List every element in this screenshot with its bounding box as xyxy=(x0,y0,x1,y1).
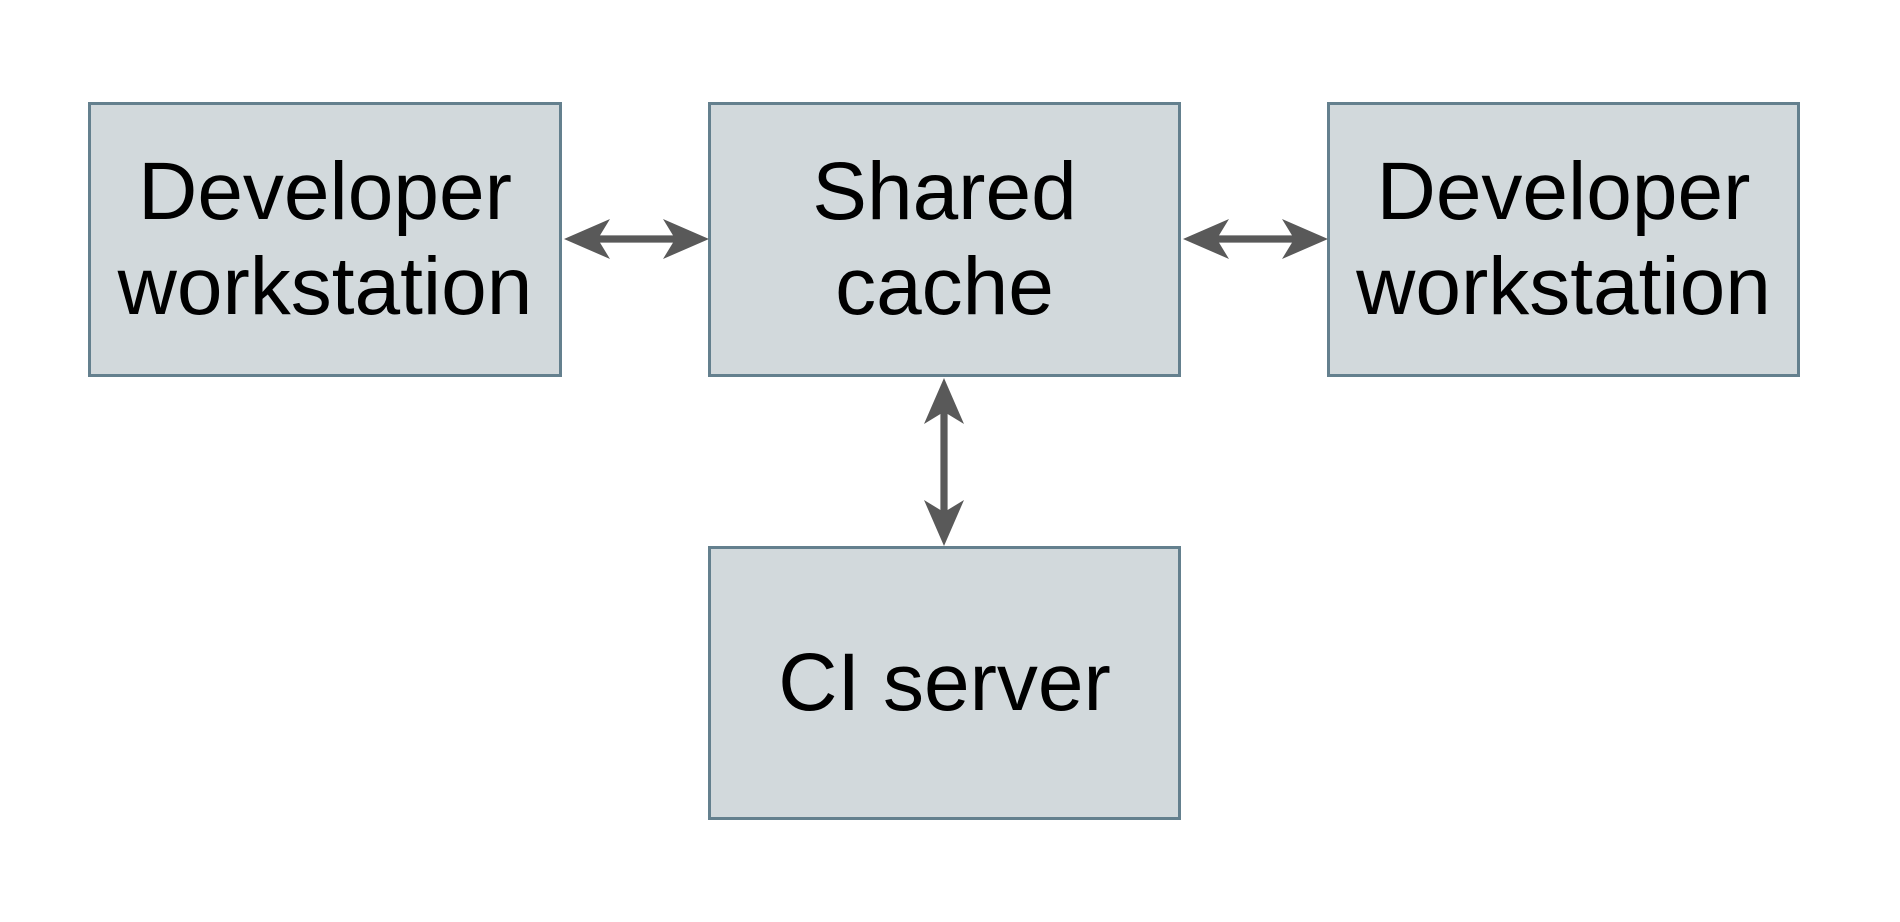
node-shared-cache: Shared cache xyxy=(708,102,1181,377)
double-arrow-vertical-icon xyxy=(924,378,964,546)
bidirectional-arrow-sharedcache-ciserver xyxy=(921,377,967,547)
node-label-developer-workstation-right: Developer workstation xyxy=(1356,146,1771,332)
node-label-ci-server: CI server xyxy=(778,636,1111,728)
node-developer-workstation-right: Developer workstation xyxy=(1327,102,1800,377)
double-arrow-horizontal-icon xyxy=(1183,219,1328,259)
node-developer-workstation-left: Developer workstation xyxy=(88,102,562,377)
bidirectional-arrow-devleft-sharedcache xyxy=(563,216,710,262)
bidirectional-arrow-sharedcache-devright xyxy=(1182,216,1329,262)
node-label-developer-workstation-left: Developer workstation xyxy=(117,146,533,332)
node-label-shared-cache: Shared cache xyxy=(812,146,1077,332)
double-arrow-horizontal-icon xyxy=(564,219,709,259)
node-ci-server: CI server xyxy=(708,546,1181,820)
